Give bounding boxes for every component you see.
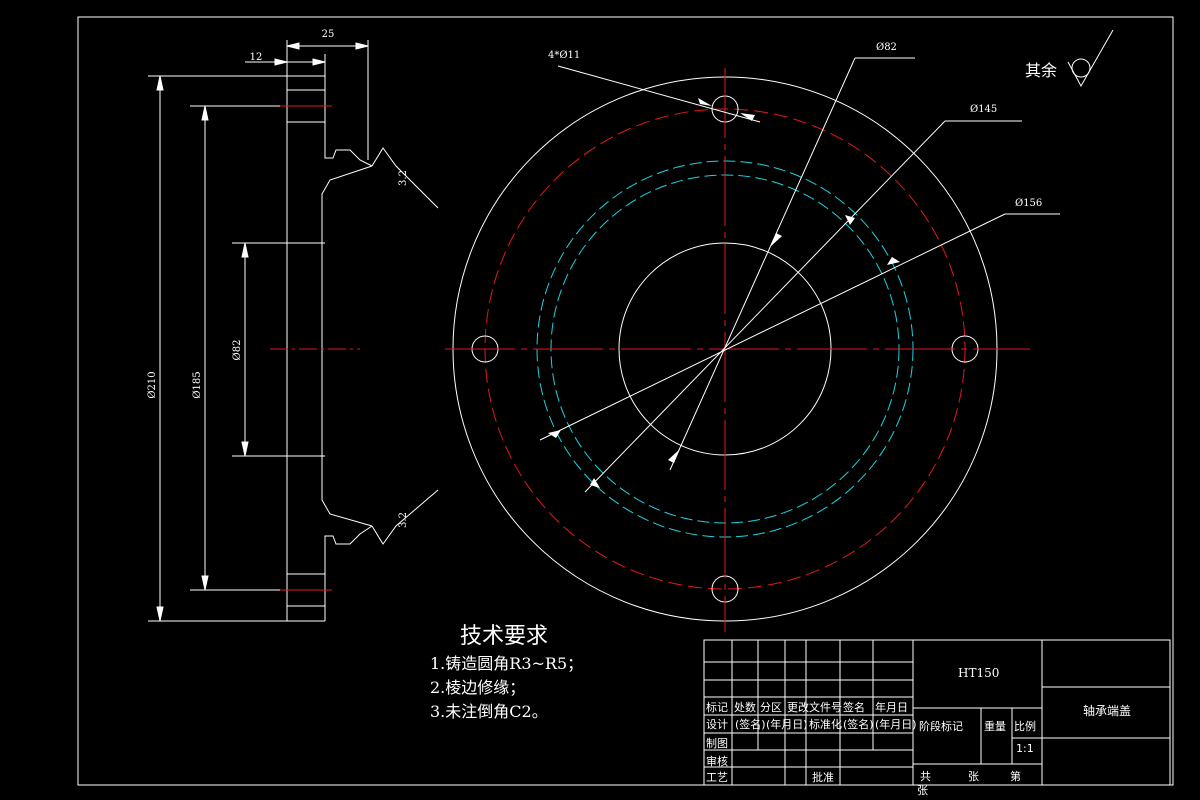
header-mark: 标记 [706, 701, 728, 714]
nth-label: 第 [1010, 770, 1021, 783]
title-block-grid [703, 639, 1171, 786]
stage-label: 阶段标记 [919, 720, 963, 733]
design-label: 设计 [706, 718, 728, 731]
dim-d82-side: Ø82 [232, 340, 243, 361]
material-label: HT150 [958, 666, 1000, 680]
front-view [445, 57, 1060, 632]
weight-label: 重量 [984, 720, 1006, 733]
header-zone: 分区 [760, 701, 782, 714]
standard-label: 标准化 [809, 718, 842, 731]
dim-d210: Ø210 [147, 371, 158, 398]
header-signature: 签名 [843, 701, 865, 714]
dim-12: 12 [250, 52, 263, 63]
tech-item: 2.棱边修缘； [430, 678, 526, 697]
draw-label: 制图 [706, 737, 728, 750]
roughness-top: 3.2 [398, 170, 409, 186]
header-change-doc: 更改文件号 [787, 701, 842, 714]
header-count: 处数 [734, 701, 756, 714]
design-date: (年月日) [766, 718, 808, 731]
part-name: 轴承端盖 [1083, 704, 1132, 718]
craft-label: 工艺 [706, 771, 728, 784]
tech-title: 技术要求 [460, 624, 549, 649]
design-sign: (签名) [735, 718, 766, 731]
total-label: 共 [920, 770, 931, 783]
side-section-view [148, 40, 439, 622]
review-label: 审核 [706, 755, 728, 768]
scale-value: 1:1 [1016, 742, 1034, 755]
sheet-label: 张 [917, 784, 928, 797]
dim-d145: Ø145 [970, 104, 997, 115]
standard-sign: (签名) [843, 718, 874, 731]
roughness-rest-label: 其余 [1025, 61, 1057, 80]
dim-d156: Ø156 [1015, 198, 1042, 209]
roughness-rest-symbol [1067, 29, 1114, 88]
approve-label: 批准 [812, 771, 834, 784]
dim-d82: Ø82 [876, 42, 897, 53]
drawing-frame [77, 16, 1174, 786]
standard-date: (年月日) [875, 718, 917, 731]
tech-item: 3.未注倒角C2。 [430, 702, 548, 721]
side-centerlines [270, 105, 360, 591]
dim-holes: 4*Ø11 [548, 50, 580, 61]
header-date: 年月日 [875, 701, 908, 714]
tech-item: 1.铸造圆角R3~R5； [430, 654, 584, 673]
dim-d185: Ø185 [192, 371, 203, 398]
technical-requirements: 技术要求 1.铸造圆角R3~R5； 2.棱边修缘； 3.未注倒角C2。 [430, 618, 583, 724]
scale-label: 比例 [1014, 720, 1036, 733]
sheets-label: 张 [968, 770, 979, 783]
dim-25: 25 [322, 29, 335, 40]
roughness-bottom: 3.2 [398, 512, 409, 528]
